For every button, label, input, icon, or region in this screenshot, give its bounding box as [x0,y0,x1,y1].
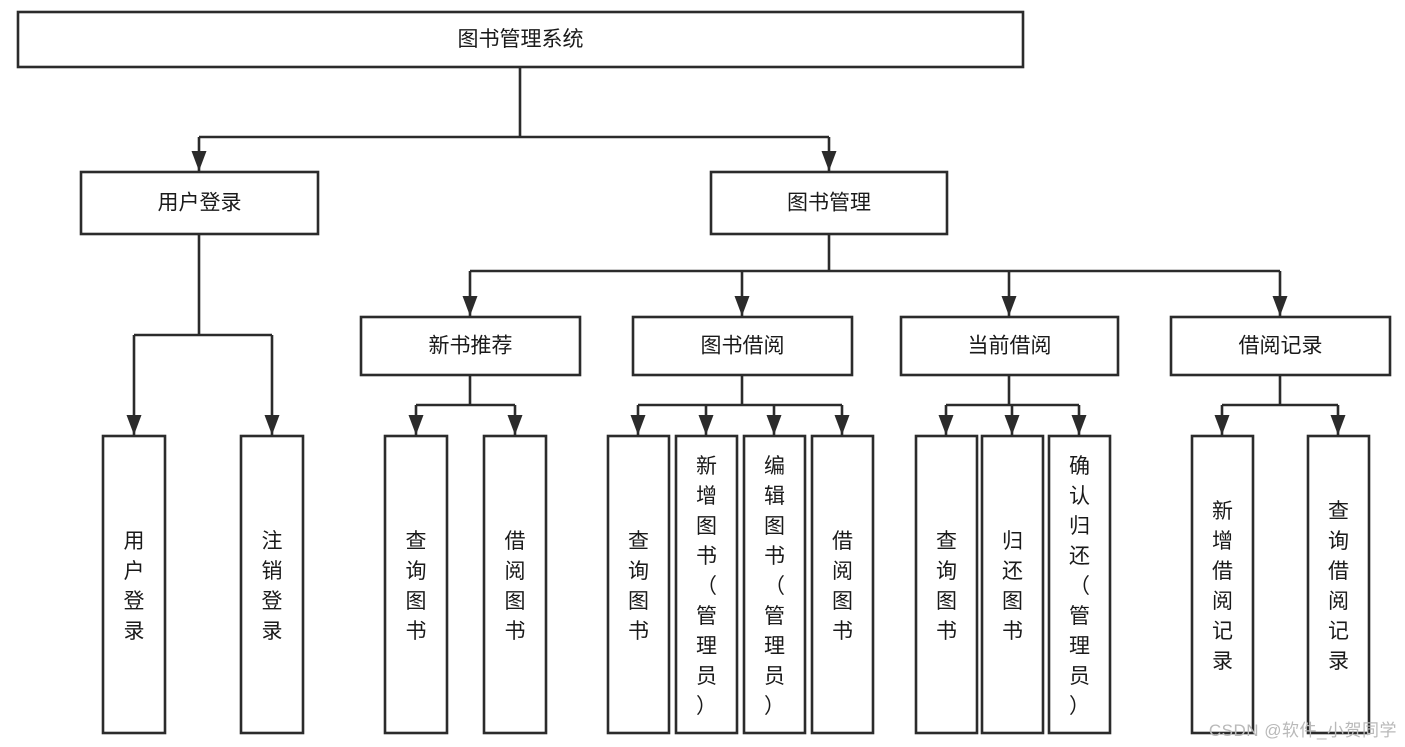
node-box[interactable] [914,434,979,735]
arrow-head-icon [766,415,782,435]
node-leaf-8[interactable]: 查询图书 [914,434,979,735]
arrow-head-icon [1071,415,1087,435]
arrow-head-icon [630,415,646,435]
node-label: 查询图书 [936,530,957,643]
node-leaf-0[interactable]: 用户登录 [101,434,167,735]
node-label: 当前借阅 [968,335,1052,358]
node-label: 查询图书 [628,530,649,643]
node-label: 借阅记录 [1239,335,1323,358]
connector-records-to-leaves [1214,375,1346,435]
arrow-head-icon [264,415,280,435]
node-level3-2[interactable]: 当前借阅 [899,315,1120,377]
arrow-head-icon [507,415,523,435]
node-layer: 图书管理系统用户登录图书管理新书推荐图书借阅当前借阅借阅记录用户登录注销登录查询… [16,10,1392,735]
node-label: 借阅图书 [832,530,853,643]
arrow-head-icon [698,415,714,435]
node-box[interactable] [16,10,1025,69]
node-leaf-11[interactable]: 新增借阅记录 [1190,434,1255,735]
node-leaf-1[interactable]: 注销登录 [239,434,305,735]
node-label: 图书借阅 [701,335,785,358]
node-leaf-2[interactable]: 查询图书 [383,434,449,735]
node-leaf-12[interactable]: 查询借阅记录 [1306,434,1371,735]
connector-bookmgmt-to-level3 [462,234,1288,316]
arrow-head-icon [1214,415,1230,435]
node-box[interactable] [631,315,854,377]
node-label: 用户登录 [124,530,145,643]
node-box[interactable] [709,170,949,236]
node-label: 注销登录 [262,530,283,643]
node-label: 查询图书 [406,530,427,643]
connector-newbook-to-leaves [408,375,523,435]
node-level3-0[interactable]: 新书推荐 [359,315,582,377]
node-label: 图书管理系统 [458,28,584,51]
arrow-head-icon [408,415,424,435]
arrow-head-icon [1272,296,1288,316]
node-box[interactable] [101,434,167,735]
node-box[interactable] [606,434,671,735]
arrow-head-icon [821,151,837,171]
node-box[interactable] [980,434,1045,735]
node-level3-1[interactable]: 图书借阅 [631,315,854,377]
node-box[interactable] [359,315,582,377]
arrow-head-icon [462,296,478,316]
arrow-head-icon [126,415,142,435]
node-box[interactable] [1306,434,1371,735]
node-label: 归还图书 [1002,530,1023,643]
node-box[interactable] [79,170,320,236]
node-box[interactable] [1047,434,1112,735]
node-box[interactable] [899,315,1120,377]
node-leaf-10[interactable]: 确认归还（管理员） [1047,434,1112,735]
node-box[interactable] [383,434,449,735]
node-label: 图书管理 [787,192,871,215]
arrow-head-icon [938,415,954,435]
node-box[interactable] [482,434,548,735]
node-label: 查询借阅记录 [1328,500,1349,673]
connector-current-to-leaves [938,375,1087,435]
node-level2-0[interactable]: 用户登录 [79,170,320,236]
node-leaf-6[interactable]: 编辑图书（管理员） [742,434,807,735]
node-level2-1[interactable]: 图书管理 [709,170,949,236]
arrow-head-icon [1004,415,1020,435]
connector-layer [126,67,1346,435]
connector-root-to-level2 [191,67,837,171]
node-box[interactable] [674,434,739,735]
node-label: 确认归还（管理员） [1069,455,1090,718]
node-label: 新增图书（管理员） [696,455,717,718]
node-leaf-5[interactable]: 新增图书（管理员） [674,434,739,735]
node-label: 编辑图书（管理员） [764,455,785,718]
arrow-head-icon [734,296,750,316]
node-level3-3[interactable]: 借阅记录 [1169,315,1392,377]
node-leaf-3[interactable]: 借阅图书 [482,434,548,735]
node-label: 新增借阅记录 [1212,500,1233,673]
arrow-head-icon [834,415,850,435]
node-box[interactable] [1190,434,1255,735]
connector-borrow-to-leaves [630,375,850,435]
node-leaf-9[interactable]: 归还图书 [980,434,1045,735]
node-leaf-7[interactable]: 借阅图书 [810,434,875,735]
arrow-head-icon [191,151,207,171]
arrow-head-icon [1330,415,1346,435]
node-box[interactable] [810,434,875,735]
node-root-图书管理系统[interactable]: 图书管理系统 [16,10,1025,69]
node-label: 用户登录 [158,192,242,215]
node-label: 新书推荐 [429,335,513,358]
node-label: 借阅图书 [505,530,526,643]
arrow-head-icon [1001,296,1017,316]
node-box[interactable] [742,434,807,735]
node-leaf-4[interactable]: 查询图书 [606,434,671,735]
node-box[interactable] [239,434,305,735]
node-box[interactable] [1169,315,1392,377]
connector-userlogin-to-leaves [126,234,280,435]
